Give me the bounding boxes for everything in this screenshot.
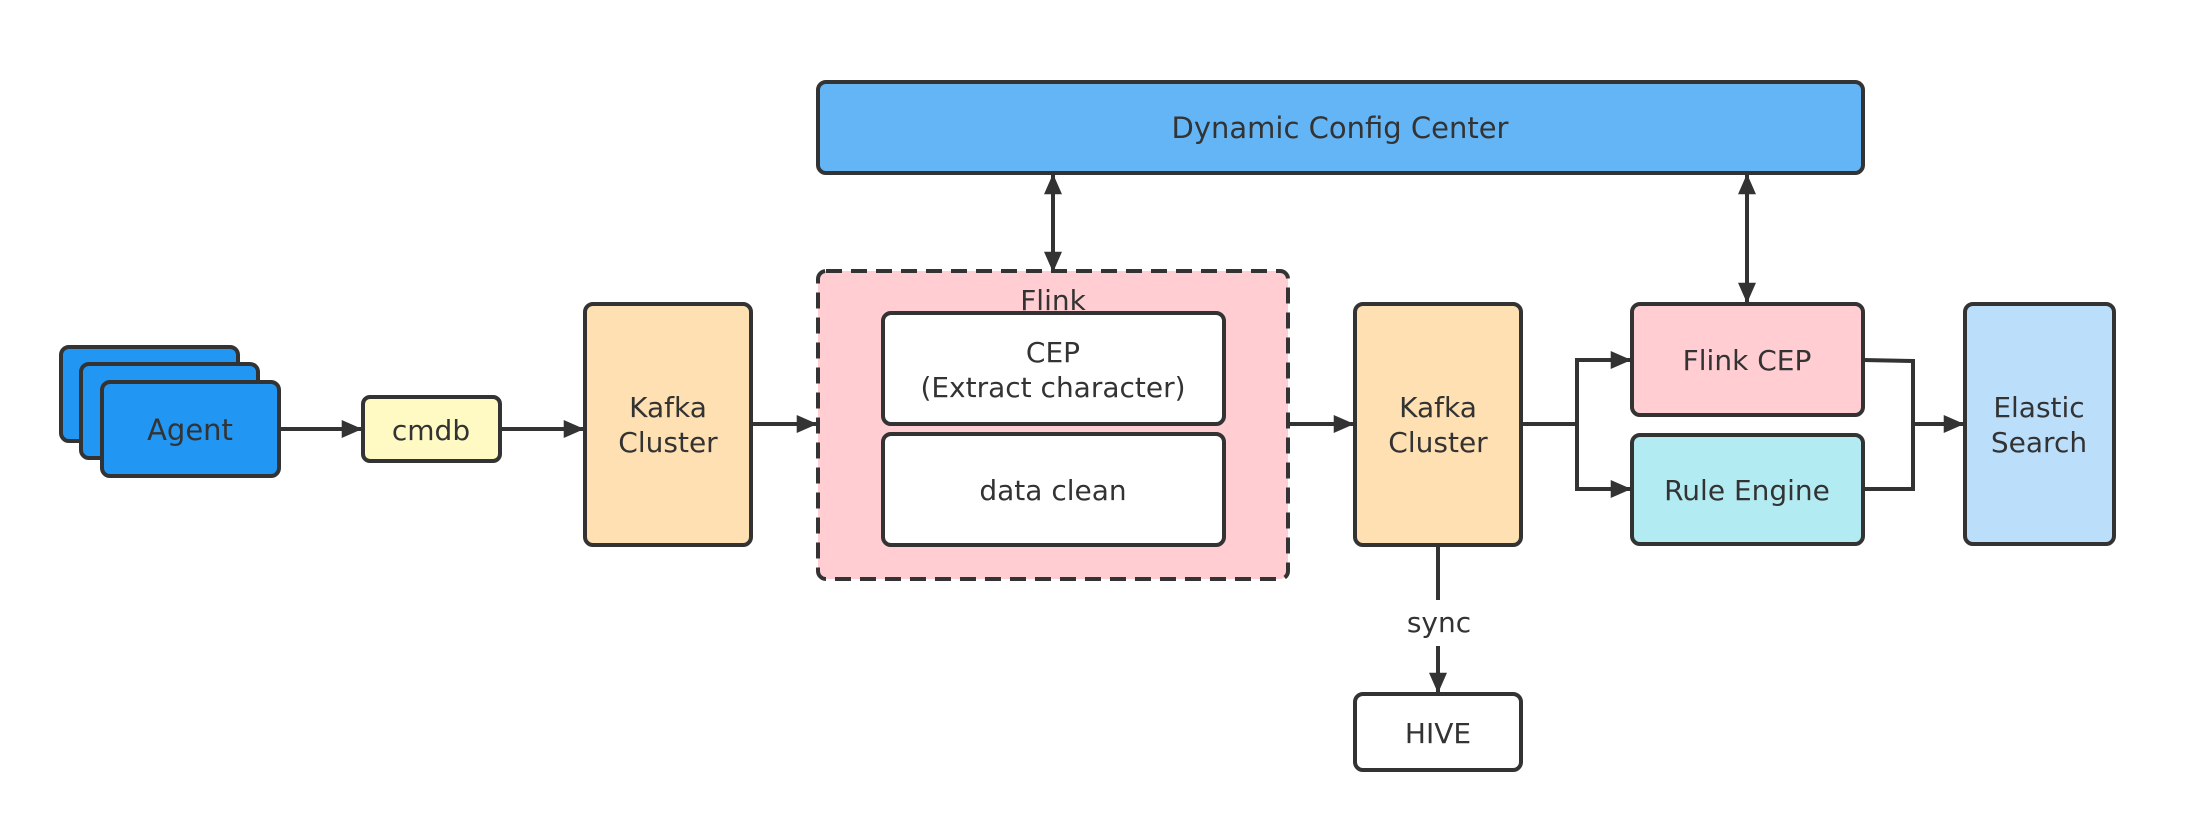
- elastic-search-line2: Search: [1991, 426, 2087, 459]
- kafka-cluster-1-node: Kafka Cluster: [583, 302, 753, 547]
- config-center-label: Dynamic Config Center: [1172, 111, 1509, 145]
- config-center-node: Dynamic Config Center: [816, 80, 1865, 175]
- cmdb-label: cmdb: [392, 414, 470, 447]
- edge-flinkcep-to-elastic: [1862, 358, 1965, 433]
- cep-line1: CEP: [1026, 336, 1080, 369]
- hive-label: HIVE: [1405, 717, 1471, 750]
- elastic-search-node: Elastic Search: [1963, 302, 2116, 546]
- elastic-search-box: [1963, 302, 2116, 546]
- rule-engine-label: Rule Engine: [1664, 474, 1830, 507]
- elastic-search-line1: Elastic: [1993, 391, 2084, 424]
- kafka-cluster-1-line2: Cluster: [618, 426, 718, 459]
- hive-node: HIVE: [1353, 692, 1523, 772]
- data-clean-box: [881, 432, 1226, 547]
- kafka-cluster-1-box: [583, 302, 753, 547]
- cep-line2: (Extract character): [920, 371, 1185, 404]
- kafka-cluster-2-line1: Kafka: [1399, 391, 1477, 424]
- hive-box: [1353, 692, 1523, 772]
- edge-kafka2-to-rule-engine: [1575, 424, 1632, 498]
- flink-cep-label: Flink CEP: [1683, 344, 1812, 377]
- agent-node: Agent: [59, 345, 281, 478]
- agent-label: Agent: [147, 413, 233, 447]
- kafka-cluster-2-line2: Cluster: [1388, 426, 1488, 459]
- flink-cep-box: [1630, 302, 1865, 417]
- kafka-cluster-1-line1: Kafka: [629, 391, 707, 424]
- edge-sync-label: sync: [1407, 606, 1471, 639]
- kafka-cluster-2-node: Kafka Cluster: [1353, 302, 1523, 547]
- config-center-box: [816, 80, 1865, 175]
- rule-engine-node: Rule Engine: [1630, 433, 1865, 546]
- flink-cep-node: Flink CEP: [1630, 302, 1865, 417]
- edge-rule-engine-to-elastic: [1863, 424, 1915, 491]
- edge-kafka2-to-flinkcep: [1521, 351, 1632, 426]
- kafka-cluster-2-box: [1353, 302, 1523, 547]
- data-clean-label: data clean: [979, 474, 1126, 507]
- cep-box: [881, 311, 1226, 426]
- cmdb-node: cmdb: [361, 395, 502, 463]
- edges: [279, 173, 1965, 694]
- flink-group: Flink CEP (Extract character) data clean: [816, 269, 1290, 581]
